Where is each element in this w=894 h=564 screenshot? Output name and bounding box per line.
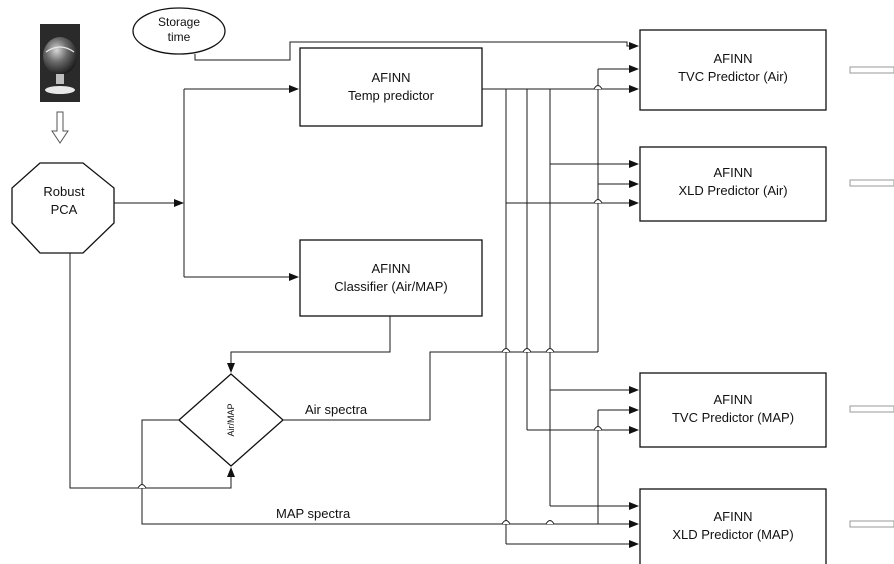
map-spectra-label: MAP spectra [276, 506, 351, 521]
device-photo [40, 24, 80, 102]
tvc-map-node: AFINN TVC Predictor (MAP) [640, 373, 826, 447]
xld-air-label-line2: XLD Predictor (Air) [678, 183, 787, 198]
xld-air-label-line1: AFINN [714, 165, 753, 180]
storage-time-label-line1: Storage [158, 15, 200, 29]
xld-air-node: AFINN XLD Predictor (Air) [640, 147, 826, 221]
temp-predictor-label-line1: AFINN [372, 70, 411, 85]
tvc-air-label-line1: AFINN [714, 51, 753, 66]
hollow-down-arrow [52, 112, 68, 143]
wire-pca-to-switch [70, 253, 231, 488]
xld-map-node: AFINN XLD Predictor (MAP) [640, 489, 826, 564]
tvc-map-label-line2: TVC Predictor (MAP) [672, 410, 794, 425]
xld-map-label-line1: AFINN [714, 509, 753, 524]
classifier-label-line2: Classifier (Air/MAP) [334, 279, 447, 294]
air-spectra-label: Air spectra [305, 402, 368, 417]
output-arrow-xld-map [850, 521, 894, 527]
output-arrow-xld-air [850, 180, 894, 186]
robust-pca-node: Robust PCA [12, 163, 114, 253]
tvc-air-node: AFINN TVC Predictor (Air) [640, 30, 826, 110]
robust-pca-label-line2: PCA [51, 202, 78, 217]
storage-time-node: Storage time [133, 8, 225, 54]
air-map-switch-label: Air/MAP [226, 403, 236, 436]
temp-predictor-node: AFINN Temp predictor [300, 48, 482, 126]
air-map-switch-node: Air/MAP [179, 374, 283, 466]
temp-predictor-label-line2: Temp predictor [348, 88, 435, 103]
output-arrows [850, 67, 894, 527]
output-arrow-tvc-map [850, 406, 894, 412]
tvc-air-label-line2: TVC Predictor (Air) [678, 69, 788, 84]
output-arrow-tvc-air [850, 67, 894, 73]
xld-map-label-line2: XLD Predictor (MAP) [672, 527, 793, 542]
tvc-map-label-line1: AFINN [714, 392, 753, 407]
storage-time-label-line2: time [168, 30, 191, 44]
wire-classifier-to-switch [231, 316, 390, 372]
classifier-label-line1: AFINN [372, 261, 411, 276]
classifier-node: AFINN Classifier (Air/MAP) [300, 240, 482, 316]
robust-pca-label-line1: Robust [43, 184, 85, 199]
